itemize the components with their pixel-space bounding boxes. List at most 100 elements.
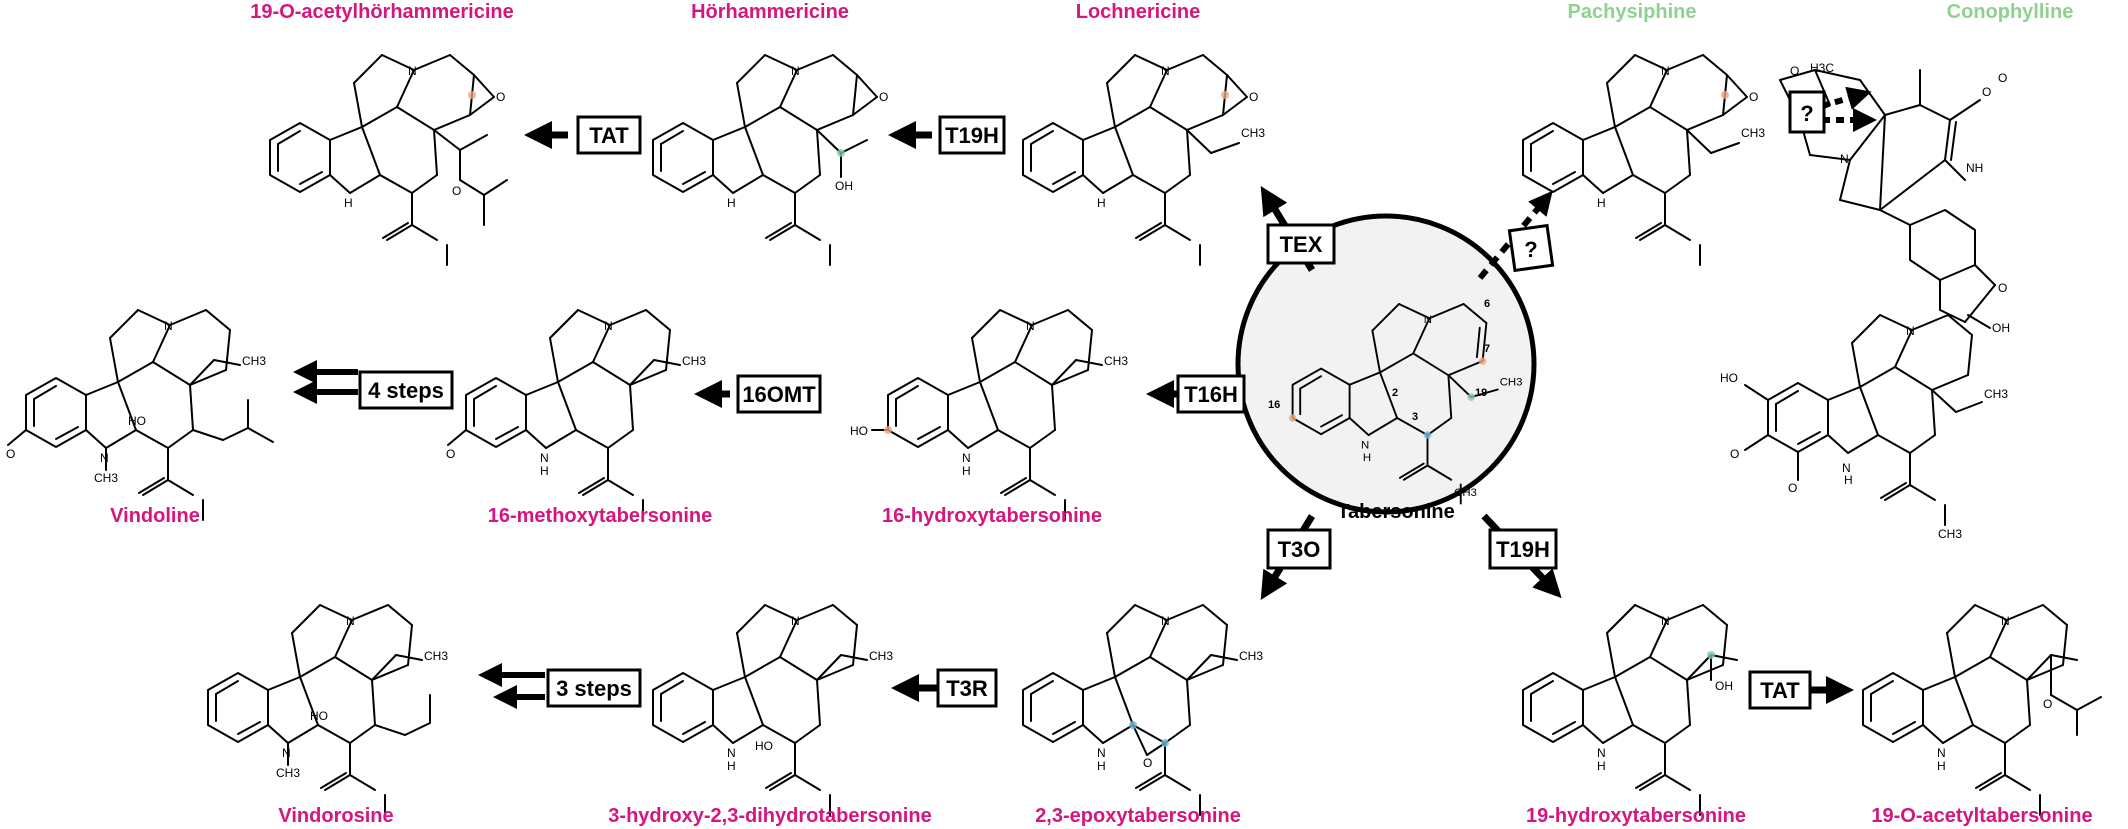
svg-text:CH3: CH3 <box>1741 126 1765 140</box>
atom-ch3: CH3 <box>1454 487 1477 499</box>
svg-text:N: N <box>791 64 800 78</box>
svg-text:N: N <box>1597 746 1606 760</box>
svg-text:H: H <box>1097 196 1106 210</box>
svg-text:HO: HO <box>1720 371 1738 385</box>
svg-text:O: O <box>1730 447 1739 461</box>
compound-label: 19-O-acetyltabersonine <box>1871 805 2092 827</box>
svg-text:NH: NH <box>1966 161 1983 175</box>
svg-text:N: N <box>1661 614 1670 628</box>
structure-acetyltabersonine: N N H O <box>1862 604 2102 816</box>
svg-text:N: N <box>1842 461 1851 475</box>
svg-text:N: N <box>604 319 613 333</box>
svg-text:N: N <box>727 746 736 760</box>
svg-text:N: N <box>1161 64 1170 78</box>
svg-text:H: H <box>1097 759 1106 773</box>
enzyme-t16h: T16H <box>1176 374 1246 414</box>
position-6: 6 <box>1484 298 1490 310</box>
enzyme-tex: TEX <box>1266 223 1336 265</box>
svg-text:CH3: CH3 <box>94 471 118 485</box>
svg-text:3 steps: 3 steps <box>556 676 632 701</box>
svg-text:N: N <box>1840 152 1849 166</box>
svg-text:O: O <box>1982 85 1991 99</box>
svg-text:N: N <box>100 451 109 465</box>
svg-text:OH: OH <box>1992 321 2010 335</box>
compound-label: 19-O-acetylhörhammericine <box>250 1 513 23</box>
svg-text:4 steps: 4 steps <box>368 378 444 403</box>
svg-text:O: O <box>452 184 461 198</box>
svg-text:N: N <box>1661 64 1670 78</box>
svg-text:T19H: T19H <box>1496 537 1550 562</box>
svg-text:T3R: T3R <box>946 676 988 701</box>
compound-label: 16-hydroxytabersonine <box>882 505 1102 527</box>
svg-text:N: N <box>282 746 291 760</box>
svg-text:N: N <box>962 451 971 465</box>
svg-text:OH: OH <box>835 179 853 193</box>
svg-text:H: H <box>727 759 736 773</box>
enzyme-tat-bottom: TAT <box>1748 670 1812 710</box>
svg-text:O: O <box>1788 481 1797 495</box>
atom-h: H <box>1363 452 1371 464</box>
svg-text:O: O <box>1249 90 1258 104</box>
svg-text:H: H <box>540 464 549 478</box>
position-16: 16 <box>1268 399 1280 411</box>
svg-text:O: O <box>496 90 505 104</box>
structure-pachysiphine: N H O CH3 <box>1522 54 1765 266</box>
compound-label: 16-methoxytabersonine <box>488 505 713 527</box>
svg-text:O: O <box>879 90 888 104</box>
structure-acetylhorhammericine: N H O O <box>269 54 508 266</box>
enzyme-unknown-top: ? <box>1507 223 1555 273</box>
svg-text:HO: HO <box>850 424 868 438</box>
structure-hydroxytabersonine16: N N H CH3 HO <box>850 309 1128 521</box>
svg-text:O: O <box>2043 697 2052 711</box>
enzyme-3-steps: 3 steps <box>546 668 642 708</box>
svg-text:N: N <box>1906 324 1915 338</box>
svg-text:O: O <box>1998 71 2007 85</box>
compound-label: 19-hydroxytabersonine <box>1526 805 1746 827</box>
position-7: 7 <box>1484 343 1490 355</box>
svg-text:N: N <box>1937 746 1946 760</box>
svg-text:T16H: T16H <box>1184 382 1238 407</box>
svg-text:CH3: CH3 <box>1239 649 1263 663</box>
structure-vindoline: N N CH3 HO CH3 O <box>6 309 274 521</box>
svg-text:H: H <box>962 464 971 478</box>
svg-text:N: N <box>164 319 173 333</box>
svg-text:N: N <box>1097 746 1106 760</box>
compound-label: Lochnericine <box>1076 1 1200 23</box>
svg-text:N: N <box>791 614 800 628</box>
svg-text:CH3: CH3 <box>1241 126 1265 140</box>
enzyme-4-steps: 4 steps <box>358 370 454 410</box>
structure-epoxytabersonine: N N H O CH3 <box>1022 604 1263 816</box>
svg-text:TAT: TAT <box>589 123 629 148</box>
svg-text:CH3: CH3 <box>869 649 893 663</box>
svg-text:CH3: CH3 <box>682 354 706 368</box>
enzyme-16omt: 16OMT <box>736 374 822 414</box>
svg-text:N: N <box>1026 319 1035 333</box>
svg-text:OH: OH <box>1715 679 1733 693</box>
svg-text:H3C: H3C <box>1810 61 1834 75</box>
svg-text:TAT: TAT <box>1760 678 1800 703</box>
svg-text:N: N <box>2001 614 2010 628</box>
svg-text:HO: HO <box>310 709 328 723</box>
svg-text:N: N <box>540 451 549 465</box>
svg-text:H: H <box>1597 759 1606 773</box>
enzyme-t19h-bottom: T19H <box>1488 528 1558 570</box>
svg-text:H: H <box>727 196 736 210</box>
svg-text:?: ? <box>1524 237 1537 262</box>
svg-text:O: O <box>6 447 15 461</box>
enzyme-t3r: T3R <box>936 668 998 708</box>
compound-label: 3-hydroxy-2,3-dihydrotabersonine <box>608 805 931 827</box>
svg-text:O: O <box>1749 90 1758 104</box>
svg-text:T3O: T3O <box>1278 537 1321 562</box>
structure-hydroxytabersonine19: N N H OH <box>1522 604 1738 816</box>
svg-text:O: O <box>1998 281 2007 295</box>
compound-label: Hörhammericine <box>691 1 849 23</box>
svg-text:CH3: CH3 <box>424 649 448 663</box>
svg-text:HO: HO <box>128 414 146 428</box>
svg-text:TEX: TEX <box>1280 232 1323 257</box>
tabersonine-structure: N N H CH3 CH3 <box>1288 303 1522 505</box>
svg-text:O: O <box>446 447 455 461</box>
svg-text:H: H <box>344 196 353 210</box>
enzyme-unknown-right: ? <box>1788 90 1826 134</box>
svg-text:CH3: CH3 <box>276 766 300 780</box>
